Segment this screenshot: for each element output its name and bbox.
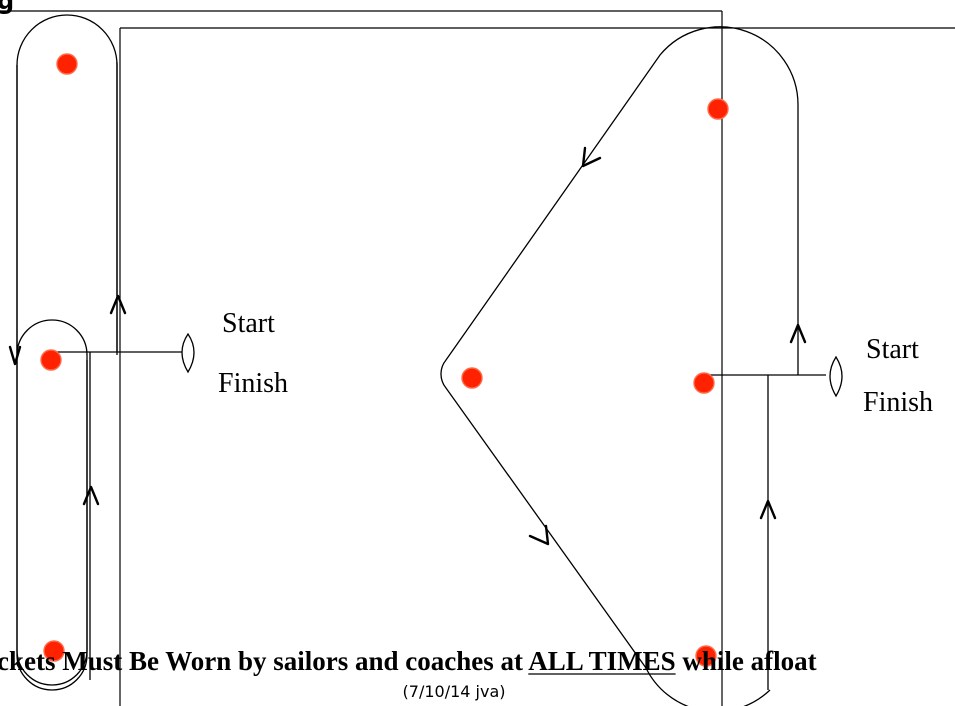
notice-prefix: ckets Must Be Worn by sailors and coache… <box>0 646 528 676</box>
right-course: Start Finish <box>440 26 933 706</box>
right-finish-arrow-icon <box>759 499 777 520</box>
right-reach-arrow-2-icon <box>528 524 550 546</box>
left-course-outer-loop <box>16 65 88 686</box>
left-windward-mark <box>56 53 78 75</box>
right-reach-arrow-1-icon <box>581 146 602 168</box>
page-frame <box>0 10 955 706</box>
left-downwind-arrow-icon <box>8 345 22 366</box>
right-upwind-arrow-icon <box>789 323 807 344</box>
right-course-triangle <box>440 26 799 706</box>
left-committee-boat-icon <box>181 332 195 374</box>
top-heading-fragment: g <box>0 0 14 15</box>
right-reach-mark <box>461 367 483 389</box>
left-finish-label: Finish <box>218 368 288 399</box>
notice-emphasis: ALL TIMES <box>528 646 675 676</box>
right-start-label: Start <box>866 334 919 365</box>
left-pin-mark <box>40 349 62 371</box>
left-leeward-mark <box>43 640 65 662</box>
notice-suffix: while afloat <box>676 646 817 676</box>
left-start-label: Start <box>222 308 275 339</box>
left-finish-arrow-icon <box>82 485 100 506</box>
left-course: Start Finish <box>8 14 288 691</box>
right-leeward-mark <box>695 645 717 667</box>
footer-credit: (7/10/14 jva) <box>403 682 506 701</box>
life-jacket-notice: ckets Must Be Worn by sailors and coache… <box>0 646 817 676</box>
right-finish-label: Finish <box>863 387 933 418</box>
right-committee-boat-icon <box>829 355 843 398</box>
right-windward-mark <box>707 98 729 120</box>
left-upwind-arrow-icon <box>109 294 127 315</box>
right-pin-mark <box>693 372 715 394</box>
